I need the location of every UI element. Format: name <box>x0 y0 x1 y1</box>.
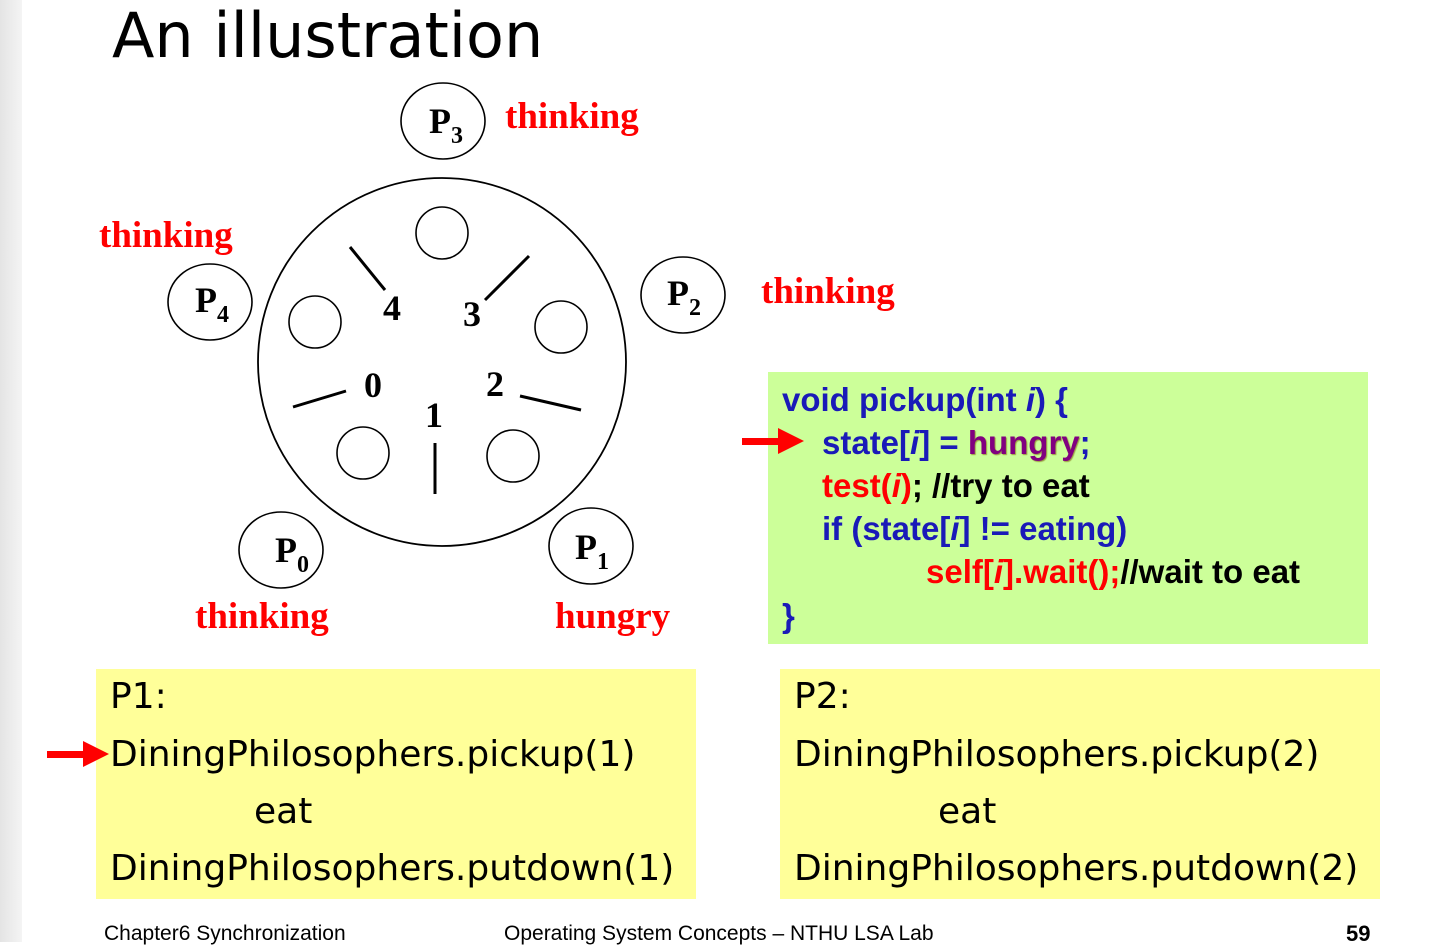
pickup-code-box: void pickup(int i) { state[i] = hungry; … <box>768 372 1368 644</box>
p2-pickup-line: DiningPhilosophers.pickup(2) <box>794 734 1320 775</box>
table-circle <box>257 177 627 547</box>
plate-p3 <box>415 206 469 260</box>
philosopher-p1-label: P1 <box>575 527 609 575</box>
p2-label: P2: <box>794 676 851 717</box>
footer-chapter: Chapter6 Synchronization <box>104 922 346 945</box>
p2-eat-line: eat <box>938 791 997 832</box>
arrow-right-icon <box>742 428 804 454</box>
footer-course: Operating System Concepts – NTHU LSA Lab <box>504 922 934 945</box>
chopstick-2 <box>519 394 582 412</box>
chopstick-0 <box>292 389 347 409</box>
arrow-right-icon <box>47 741 109 767</box>
philosopher-p3 <box>400 82 486 160</box>
state-label-p0: thinking <box>195 596 329 637</box>
chopstick-4 <box>348 246 387 291</box>
chopstick-label-3: 3 <box>463 294 481 334</box>
philosopher-p2-label: P2 <box>667 273 701 321</box>
p2-code-box: P2: DiningPhilosophers.pickup(2) eat Din… <box>780 669 1380 899</box>
code-line-state-assign: state[i] = hungry; <box>822 424 1091 461</box>
state-label-p3: thinking <box>505 96 639 137</box>
p1-putdown-line: DiningPhilosophers.putdown(1) <box>110 848 675 889</box>
philosopher-p1 <box>548 507 634 585</box>
chopstick-label-4: 4 <box>383 288 401 328</box>
philosopher-p2 <box>640 256 726 334</box>
code-line-close-brace: } <box>782 597 795 634</box>
philosopher-p4-label: P4 <box>195 280 229 328</box>
slide-title: An illustration <box>112 0 544 72</box>
code-line-wait: self[i].wait();//wait to eat <box>926 553 1301 590</box>
p1-pickup-line: DiningPhilosophers.pickup(1) <box>110 734 636 775</box>
philosopher-p0 <box>238 511 324 589</box>
plate-p4 <box>288 295 342 349</box>
philosopher-p3-label: P3 <box>429 101 463 149</box>
p1-eat-line: eat <box>254 791 313 832</box>
state-label-p1: hungry <box>555 596 671 637</box>
plate-p2 <box>534 300 588 354</box>
p2-putdown-line: DiningPhilosophers.putdown(2) <box>794 848 1359 889</box>
philosopher-p0-label: P0 <box>275 530 309 578</box>
chopstick-label-1: 1 <box>425 395 443 435</box>
p1-code-box: P1: DiningPhilosophers.pickup(1) eat Din… <box>96 669 696 899</box>
code-line-if: if (state[i] != eating) <box>822 510 1128 547</box>
left-edge-bar <box>0 0 22 942</box>
plate-p1 <box>486 429 540 483</box>
chopstick-3 <box>483 254 531 302</box>
footer-page-number: 59 <box>1346 921 1371 946</box>
philosopher-p4 <box>167 263 253 341</box>
code-line-signature: void pickup(int i) { <box>782 381 1068 418</box>
p1-label: P1: <box>110 676 167 717</box>
chopstick-label-0: 0 <box>364 365 382 405</box>
code-line-test: test(i); //try to eat <box>822 467 1090 504</box>
plate-p0 <box>336 426 390 480</box>
state-label-p4: thinking <box>99 215 233 256</box>
state-label-p2: thinking <box>761 271 895 312</box>
chopstick-label-2: 2 <box>486 364 504 404</box>
